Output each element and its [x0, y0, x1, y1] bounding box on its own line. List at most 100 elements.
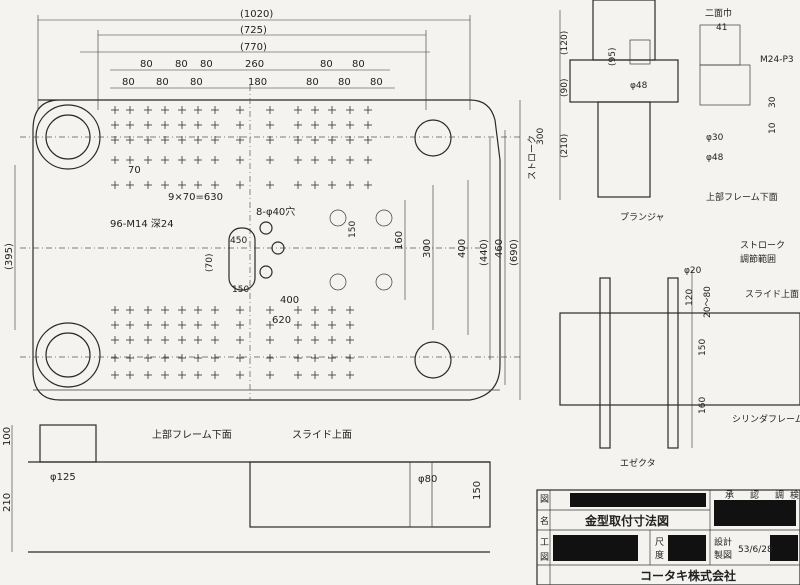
slide-body: [249, 461, 491, 528]
tapped-holes-note: 96-M14 深24: [110, 218, 174, 230]
tapped-hole-mark: [144, 354, 152, 362]
stroke-label: ストローク: [527, 135, 538, 180]
tapped-hole-mark: [311, 321, 319, 329]
dia-80: φ80: [418, 474, 437, 485]
tapped-hole-mark: [266, 336, 274, 344]
dim-150-a: 150: [348, 221, 358, 238]
tapped-hole-mark: [328, 121, 336, 129]
dia-48: φ48: [630, 81, 648, 91]
tapped-hole-mark: [144, 121, 152, 129]
company-name: コータキ株式会社: [640, 568, 736, 583]
tapped-hole-mark: [111, 354, 119, 362]
tapped-hole-mark: [294, 354, 302, 362]
dim-pitch: 80: [122, 77, 135, 88]
tapped-hole-mark: [178, 336, 186, 344]
dim-30: 30: [768, 96, 778, 108]
tapped-hole-mark: [311, 371, 319, 379]
cylinder-frame: シリンダフレーム: [732, 413, 800, 425]
tapped-hole-mark: [364, 181, 372, 189]
tapped-hole-mark: [144, 136, 152, 144]
tapped-hole-mark: [266, 371, 274, 379]
tapped-hole-mark: [266, 156, 274, 164]
ejector-stroke: ストローク: [740, 240, 785, 251]
tapped-hole-mark: [311, 121, 319, 129]
tapped-hole-mark: [126, 136, 134, 144]
design-label: 設計: [714, 536, 732, 548]
tapped-hole-mark: [294, 121, 302, 129]
dowel-hole: [271, 241, 285, 255]
ejector-frame-body: [559, 312, 800, 406]
check2-label: 検: [790, 489, 799, 501]
ejector-slide-upper: スライド上面: [745, 289, 799, 300]
title-block-frame: [536, 489, 800, 585]
tapped-hole-mark: [178, 106, 186, 114]
dia-125: φ125: [50, 472, 76, 483]
dim-95: (95): [608, 48, 618, 66]
redacted-block: [714, 500, 796, 526]
flats-label: 二面巾: [705, 7, 732, 19]
tapped-hole-mark: [211, 306, 219, 314]
tapped-hole-mark: [328, 321, 336, 329]
dim-260: 260: [245, 59, 264, 70]
drawing-date: 53/6/28: [738, 545, 773, 555]
tapped-hole-mark: [126, 121, 134, 129]
tapped-hole-mark: [236, 121, 244, 129]
tapped-hole-mark: [236, 371, 244, 379]
dim-160-ej: 160: [698, 397, 708, 414]
tapped-hole-mark: [194, 136, 202, 144]
tapped-hole-mark: [161, 106, 169, 114]
plunger-stub: [409, 461, 433, 528]
tapped-hole-mark: [178, 156, 186, 164]
tapped-hole-mark: [178, 181, 186, 189]
dim-pitch-total: 9×70=630: [168, 192, 223, 203]
tapped-hole-mark: [126, 156, 134, 164]
tapped-hole-mark: [328, 136, 336, 144]
draft-label: 製図: [714, 549, 732, 561]
tapped-hole-mark: [194, 371, 202, 379]
ejector-rod-left: [599, 277, 611, 449]
tapped-hole-mark: [346, 181, 354, 189]
tapped-hole-mark: [144, 156, 152, 164]
tie-bar-hole-top-right: [414, 119, 452, 157]
tapped-hole-mark: [144, 321, 152, 329]
plunger-upper-frame: 上部フレーム下面: [706, 191, 778, 203]
plunger-top: [592, 0, 656, 61]
tapped-hole-mark: [161, 371, 169, 379]
tapped-hole-mark: [328, 371, 336, 379]
tapped-hole-mark: [294, 156, 302, 164]
dim-pitch: 80: [175, 59, 188, 70]
tapped-hole-mark: [161, 354, 169, 362]
tapped-hole-mark: [126, 306, 134, 314]
tapped-hole-mark: [346, 121, 354, 129]
tapped-hole-grid: [111, 106, 372, 379]
tapped-hole-mark: [144, 106, 152, 114]
plan-view: (1020) (725) (770) 80 80 80 260 80 80 80…: [4, 9, 521, 401]
ejector-label: エゼクタ: [620, 457, 656, 469]
tapped-hole-mark: [161, 306, 169, 314]
dim-pitch: 80: [306, 77, 319, 88]
tapped-hole-mark: [126, 106, 134, 114]
tapped-hole-mark: [178, 136, 186, 144]
dim-400-h: 400: [280, 295, 299, 306]
dim-460: 460: [494, 239, 505, 258]
tapped-hole-mark: [266, 181, 274, 189]
tapped-hole-mark: [111, 321, 119, 329]
plunger-flange: [569, 59, 679, 103]
plunger-body: [597, 101, 651, 198]
dim-pitch: 80: [140, 59, 153, 70]
tapped-hole-mark: [211, 321, 219, 329]
dim-pitch: 80: [352, 59, 365, 70]
tapped-hole-mark: [111, 336, 119, 344]
tapped-hole-mark: [194, 306, 202, 314]
tapped-hole-mark: [144, 371, 152, 379]
scale-label2: 度: [655, 549, 664, 561]
dia-20: φ20: [684, 266, 702, 276]
tapped-hole-mark: [236, 354, 244, 362]
dim-180: 180: [248, 77, 267, 88]
tapped-hole-mark: [294, 106, 302, 114]
tapped-hole-mark: [328, 181, 336, 189]
dim-150-side: 150: [472, 481, 483, 500]
tapped-hole-mark: [328, 106, 336, 114]
dim-150-b: 150: [232, 285, 249, 295]
